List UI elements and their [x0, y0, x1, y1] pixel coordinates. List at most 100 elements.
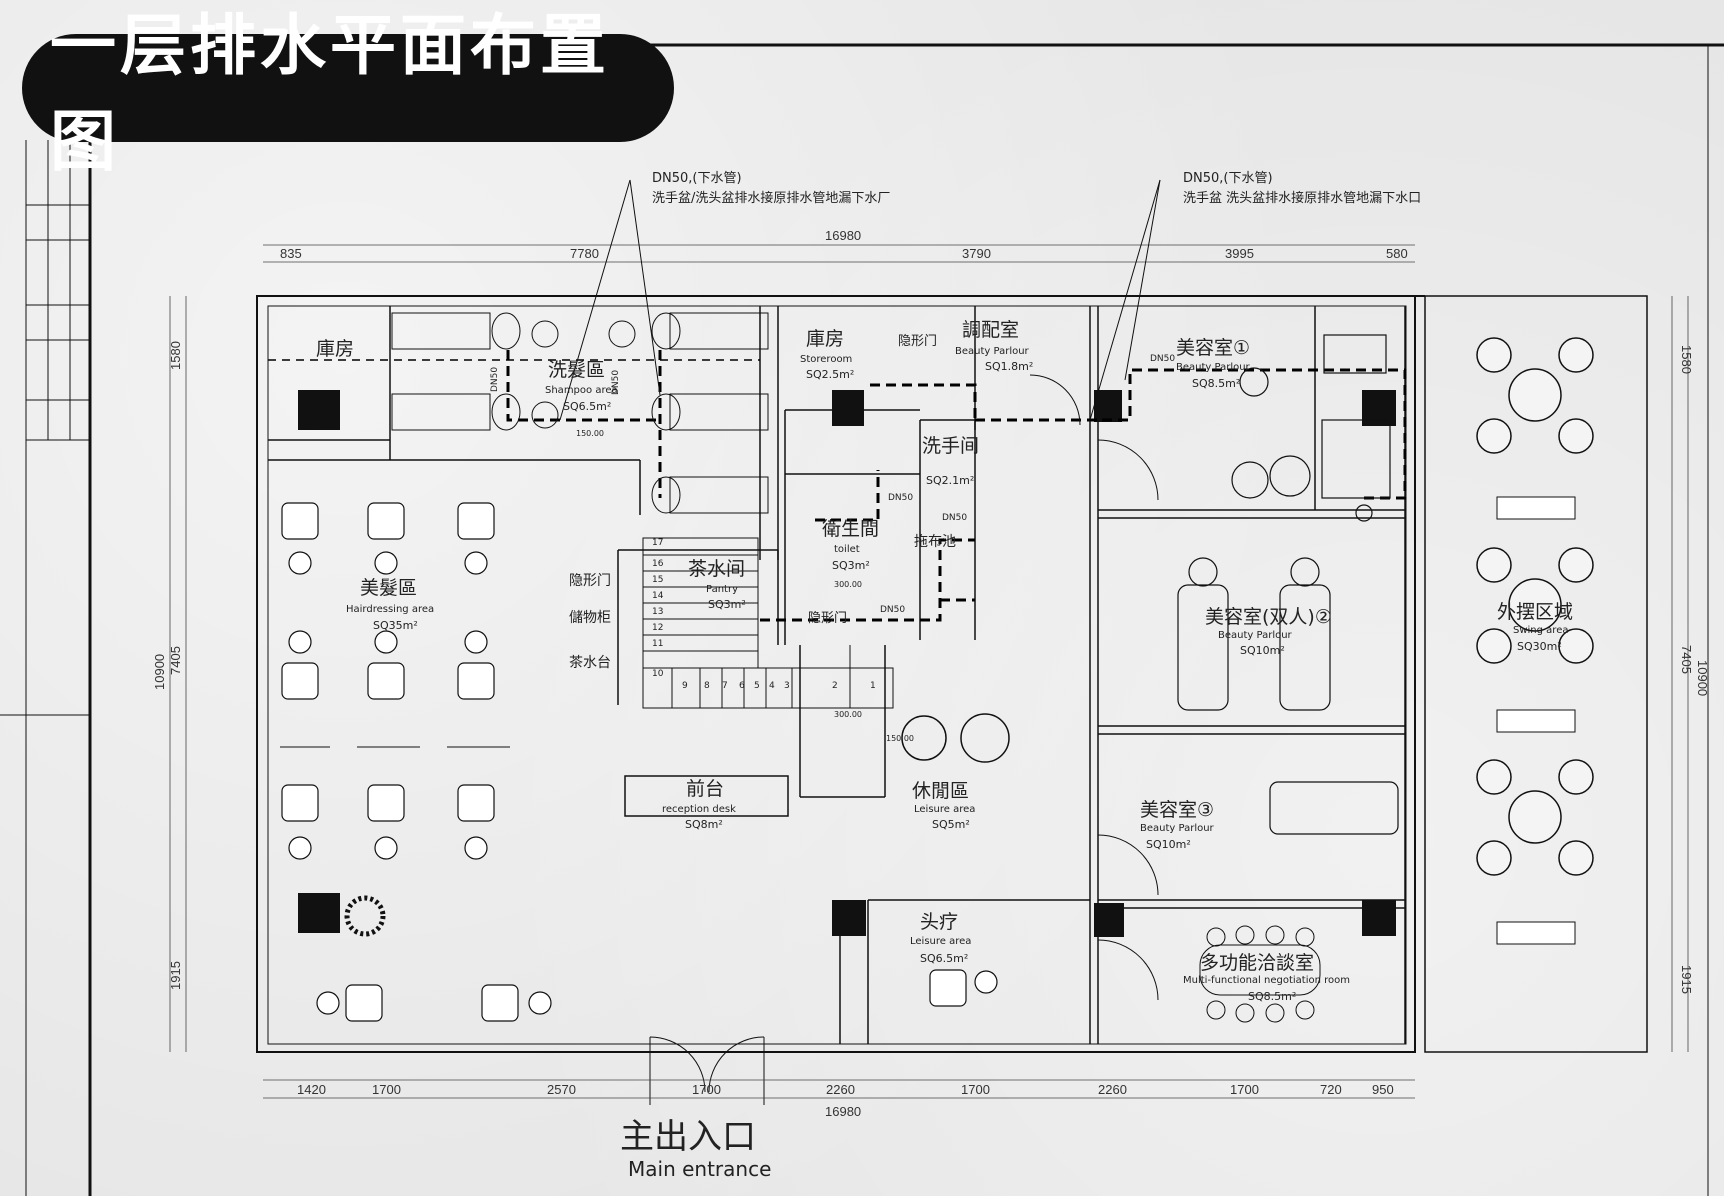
level-pantry: 300.00 — [834, 580, 862, 589]
room-storeroom-left: 庫房 — [316, 338, 354, 360]
room-headtherapy-zh: 头疗 — [920, 911, 958, 933]
stair-4: 4 — [769, 681, 775, 691]
dim-right-1: 1580 — [1679, 345, 1694, 374]
label-hidden-door-top: 隐形门 — [898, 334, 937, 349]
room-pantry-area: SQ3m² — [708, 598, 746, 611]
level-shampoo: 150.00 — [576, 429, 604, 438]
room-toilet-area: SQ3m² — [832, 559, 870, 572]
drainage-pipes — [268, 350, 1407, 622]
dim-bottom-8: 1700 — [1230, 1082, 1259, 1097]
note-right-line2: 洗手盆 洗头盆排水接原排水管地漏下水口 — [1183, 190, 1421, 206]
level-stairs: 300.00 — [834, 710, 862, 719]
label-dn50-c: DN50 — [880, 605, 905, 615]
sheet-frame — [0, 43, 1724, 1196]
room-pantry-zh: 茶水间 — [688, 558, 745, 580]
stair-14: 14 — [652, 591, 664, 601]
dim-bottom-2: 1700 — [372, 1082, 401, 1097]
room-leisure-en: Leisure area — [914, 804, 975, 815]
label-dn50-d: DN50 — [888, 493, 913, 503]
plant-icon — [344, 895, 386, 937]
room-shampoo-en: Shampoo area — [545, 385, 618, 396]
dim-top-5: 580 — [1386, 246, 1408, 261]
stair-17: 17 — [652, 538, 663, 548]
outer-walls — [256, 295, 1648, 1053]
room-headtherapy-en: Leisure area — [910, 936, 971, 947]
leisure-chairs — [901, 713, 1010, 763]
room-outdoor-en: Swing area — [1513, 625, 1568, 636]
room-mop-pool: 拖布池 — [914, 534, 956, 550]
dim-bottom-total: 16980 — [825, 1104, 861, 1119]
structural-columns — [298, 390, 1396, 937]
entrance-doors — [649, 1036, 765, 1105]
shampoo-stations — [391, 312, 769, 514]
dim-top-3: 3790 — [962, 246, 991, 261]
room-pantry-en: Pantry — [706, 584, 738, 595]
beauty-beds — [1177, 334, 1399, 835]
stair-10: 10 — [652, 669, 664, 679]
room-reception-en: reception desk — [662, 804, 736, 815]
dim-top-total: 16980 — [825, 228, 861, 243]
room-negotiation-zh: 多功能洽談室 — [1200, 952, 1314, 974]
room-leisure-area: SQ5m² — [932, 818, 970, 831]
dim-right-total: 10900 — [1695, 660, 1710, 696]
stair-16: 16 — [652, 559, 664, 569]
stair-numbers-upper: 17 16 15 14 13 12 11 10 — [652, 538, 664, 679]
dim-right-3: 1915 — [1679, 965, 1694, 994]
staircase — [642, 537, 894, 709]
room-negotiation-area: SQ8.5m² — [1248, 990, 1296, 1003]
entrance-en: Main entrance — [628, 1157, 771, 1181]
stair-5: 5 — [754, 681, 760, 691]
salon-chairs — [281, 502, 998, 1022]
stair-15: 15 — [652, 575, 663, 585]
stair-9: 9 — [682, 681, 688, 691]
room-shampoo-zh: 洗髮區 — [548, 359, 605, 381]
room-beauty2-en: Beauty Parlour — [1218, 630, 1293, 641]
dim-bottom-3: 2570 — [547, 1082, 576, 1097]
dimension-lines — [169, 244, 1689, 1099]
stair-2: 2 — [832, 681, 838, 691]
stair-11: 11 — [652, 639, 663, 649]
room-beauty3-area: SQ10m² — [1146, 838, 1191, 851]
label-dn50-b: DN50 — [490, 367, 500, 392]
dim-top-2: 7780 — [570, 246, 599, 261]
dim-bottom-9: 720 — [1320, 1082, 1342, 1097]
stair-7: 7 — [722, 681, 728, 691]
room-beauty2-area: SQ10m² — [1240, 644, 1285, 657]
dim-bottom-5: 2260 — [826, 1082, 855, 1097]
label-hidden-door-left: 隐形门 — [569, 573, 611, 589]
stair-13: 13 — [652, 607, 663, 617]
interior-walls — [268, 306, 1406, 1044]
label-hidden-door-pantry: 隐形门 — [808, 611, 847, 626]
label-dn50-e: DN50 — [1150, 354, 1175, 364]
entrance-zh: 主出入口 — [620, 1117, 756, 1157]
negotiation-table — [1199, 925, 1321, 1023]
room-mixing-zh: 調配室 — [962, 319, 1019, 341]
dim-bottom-7: 2260 — [1098, 1082, 1127, 1097]
dim-bottom-4: 1700 — [692, 1082, 721, 1097]
dim-bottom-10: 950 — [1372, 1082, 1394, 1097]
dim-bottom-1: 1420 — [297, 1082, 326, 1097]
dim-bottom-6: 1700 — [961, 1082, 990, 1097]
room-negotiation-en: Multi-functional negotiation room — [1183, 975, 1350, 986]
stair-6: 6 — [739, 681, 745, 691]
stair-3: 3 — [784, 681, 790, 691]
room-leisure-zh: 休閒區 — [912, 780, 969, 802]
room-storeroom-mid-area: SQ2.5m² — [806, 368, 854, 381]
room-beauty1-en: Beauty Parlour — [1176, 362, 1251, 373]
stair-numbers-lower: 9 8 7 6 5 4 3 2 1 — [682, 681, 876, 691]
note-left-line2: 洗手盆/洗头盆排水接原排水管地漏下水厂 — [652, 190, 890, 206]
dim-top-1: 835 — [280, 246, 302, 261]
dim-left-2: 7405 — [168, 646, 183, 675]
room-storeroom-mid-zh: 庫房 — [806, 328, 844, 350]
room-beauty3-en: Beauty Parlour — [1140, 823, 1215, 834]
room-reception-area: SQ8m² — [685, 818, 723, 831]
room-reception-zh: 前台 — [686, 778, 724, 800]
room-toilet-en: toilet — [834, 544, 860, 555]
room-mixing-area: SQ1.8m² — [985, 360, 1033, 373]
label-dn50-a: DN50 — [611, 370, 621, 395]
note-left-line1: DN50,(下水管) — [652, 171, 742, 186]
label-dn50-f: DN50 — [942, 513, 967, 523]
stair-8: 8 — [704, 681, 710, 691]
room-beauty1-area: SQ8.5m² — [1192, 377, 1240, 390]
